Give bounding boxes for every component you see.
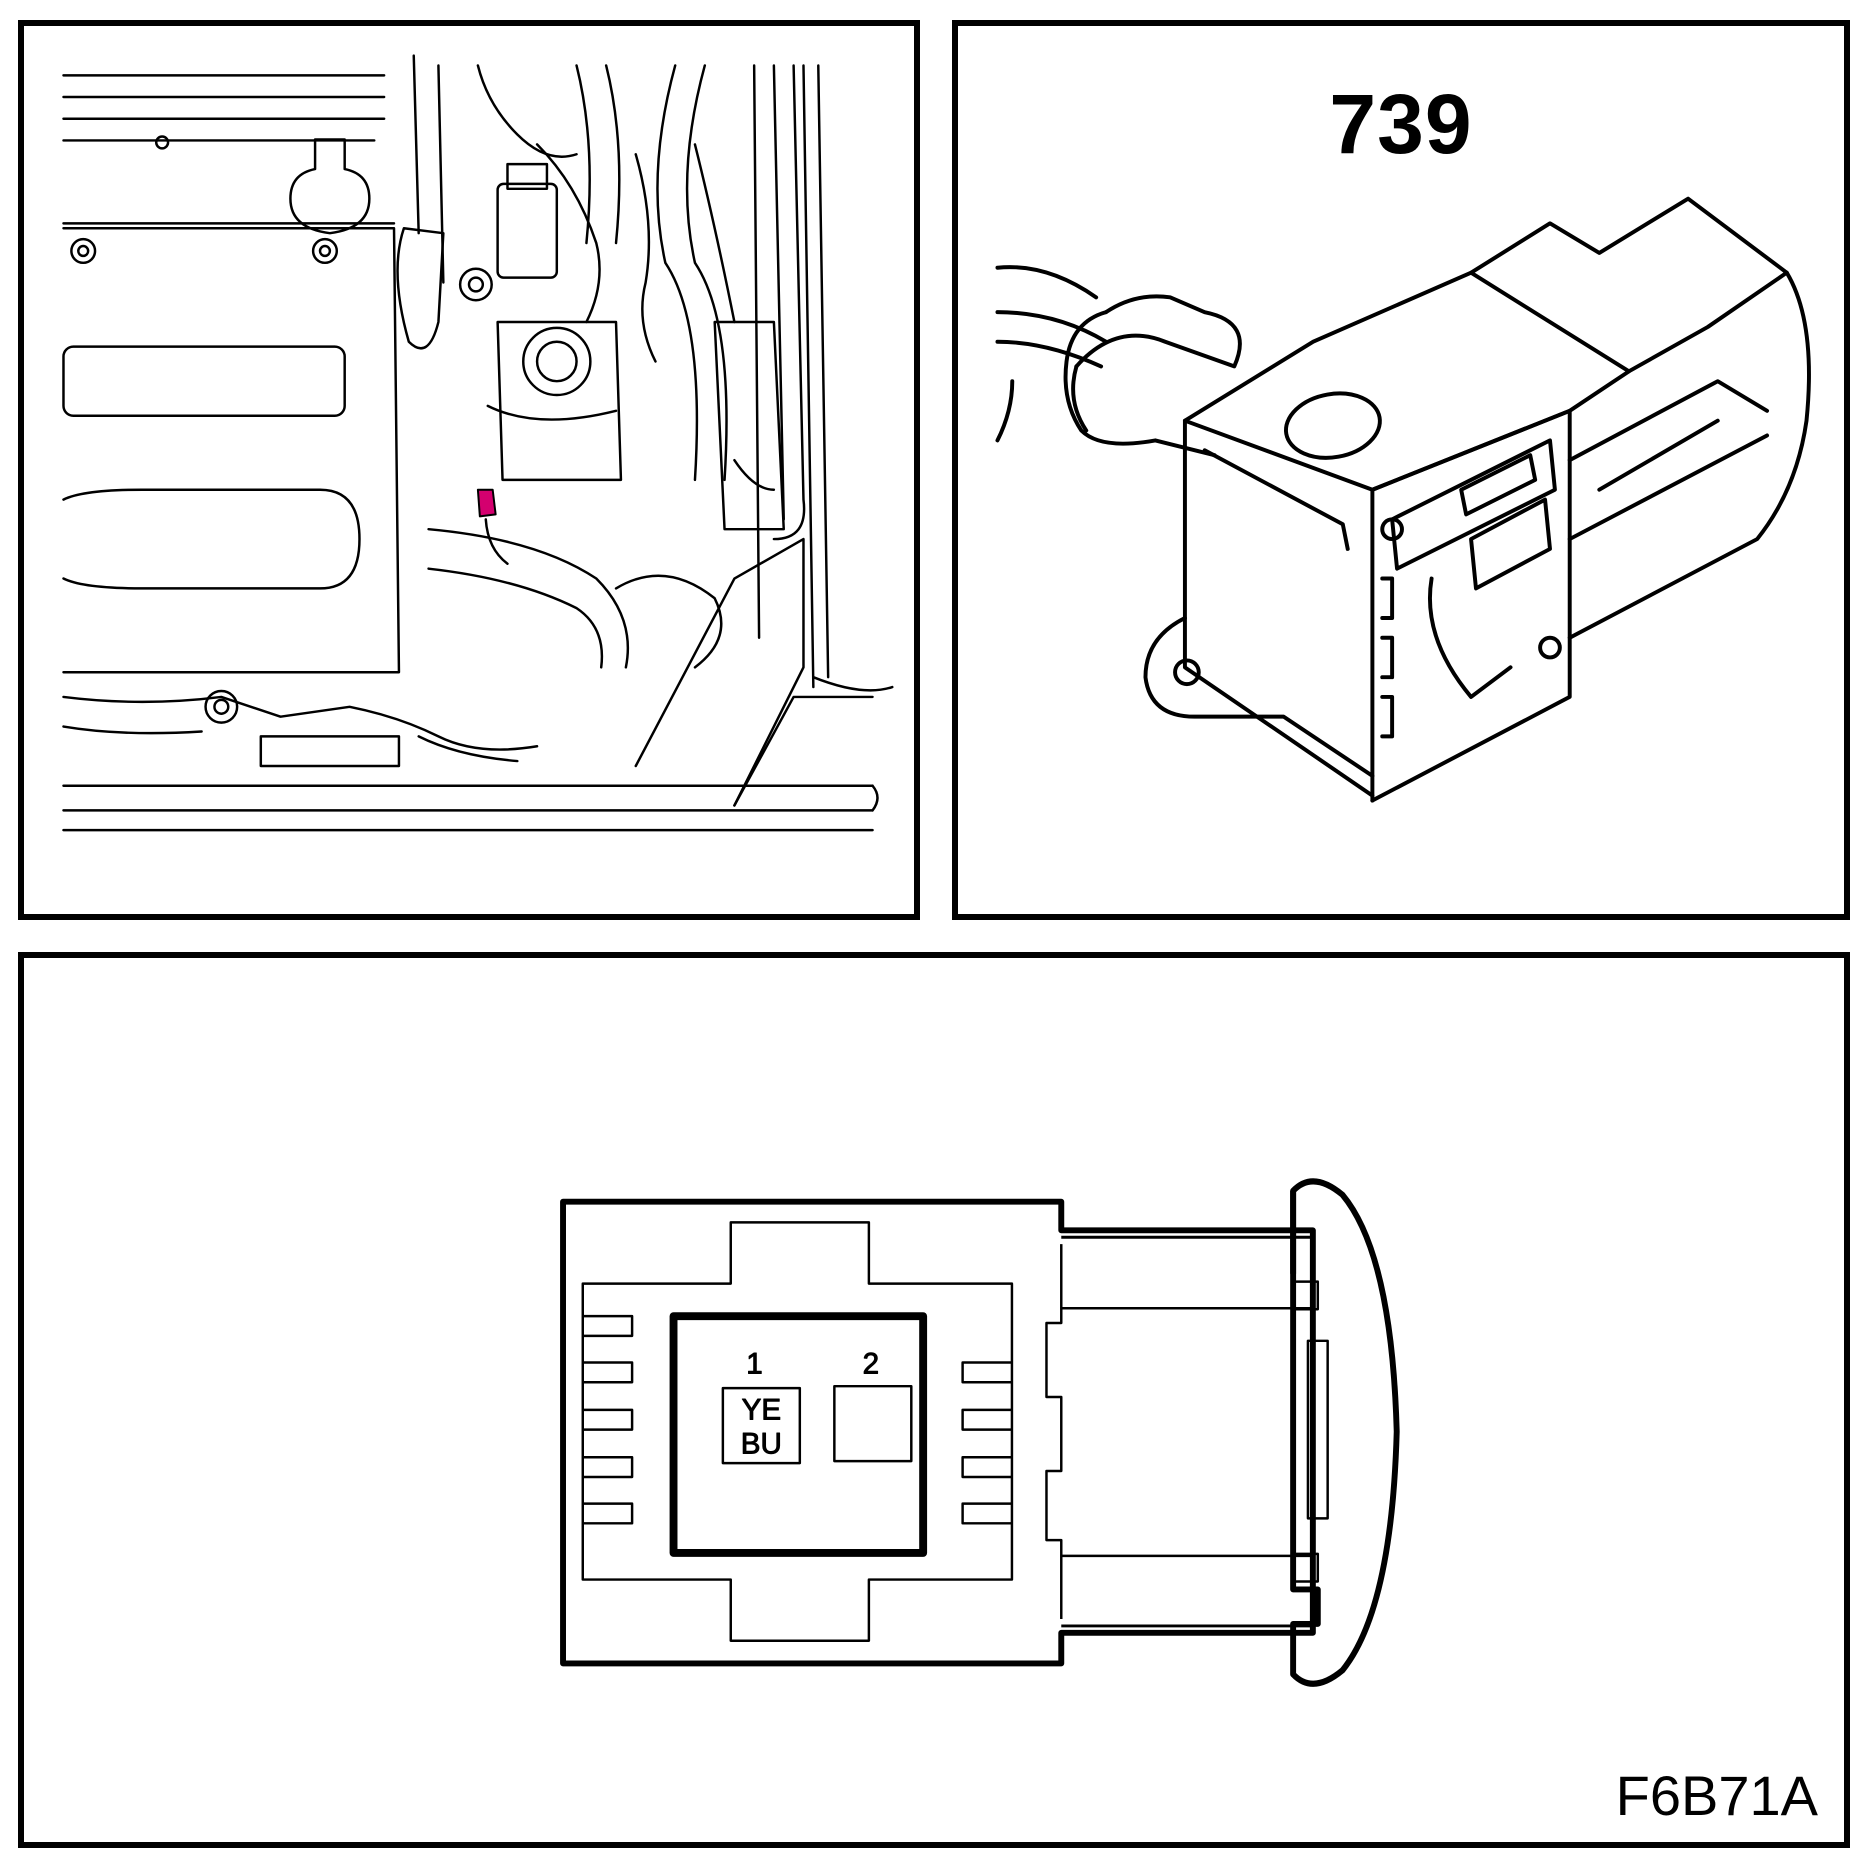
- inner-outline: [581, 1221, 1014, 1642]
- pin-cavity-frame: [669, 1312, 928, 1557]
- pin-1-wire-color-line-1: YE: [742, 1394, 781, 1427]
- pin-face-panel: 1 YE BU 2 F6B71A: [18, 952, 1850, 1848]
- pin-2-label: 2: [863, 1347, 879, 1380]
- connector-location-marker: [476, 488, 497, 518]
- connector-face-drawing: 1 YE BU 2: [560, 1178, 1400, 1687]
- pin-2-cavity: [833, 1384, 913, 1463]
- connector-3d-panel: 739: [952, 20, 1850, 920]
- connector-number: 739: [1329, 77, 1473, 171]
- housing-outline: [560, 1198, 1316, 1667]
- figure-code: F6B71A: [1615, 1764, 1818, 1827]
- engine-bay-drawing: [62, 54, 894, 832]
- latch-head: [1290, 1178, 1400, 1687]
- pin-1-wire-color-line-2: BU: [741, 1427, 782, 1460]
- location-view-panel: [18, 20, 920, 920]
- connector-3d-drawing: [995, 196, 1811, 803]
- pin-1-label: 1: [746, 1347, 762, 1380]
- pin-1-cavity: [721, 1386, 802, 1465]
